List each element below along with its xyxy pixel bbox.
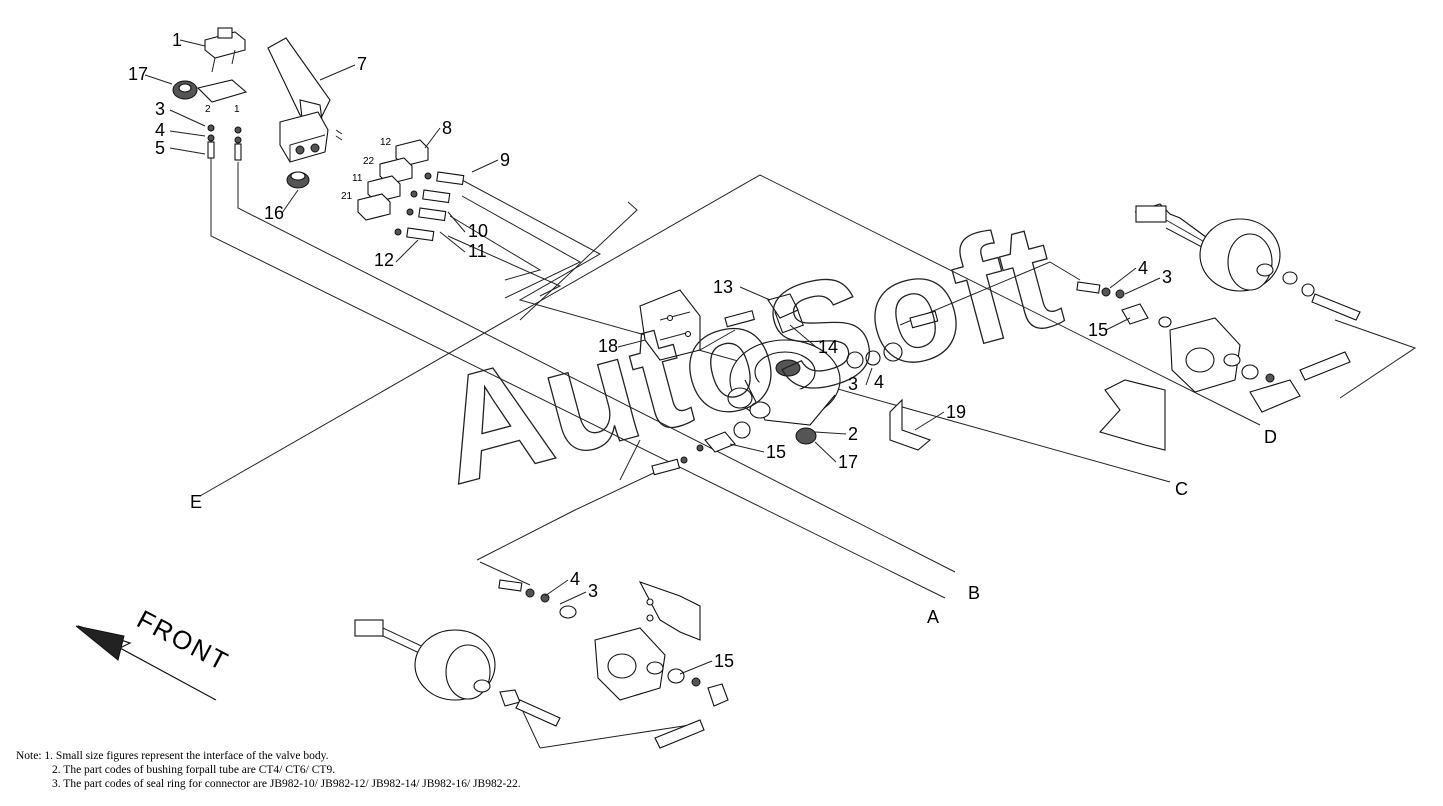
line-letters: E B A C D bbox=[190, 427, 1277, 627]
port-label-p2: 1 bbox=[234, 104, 240, 115]
pipe-lines bbox=[199, 150, 1417, 749]
callout-c20: 17 bbox=[838, 452, 858, 472]
callout-c9: 16 bbox=[264, 203, 284, 223]
callout-c6: 7 bbox=[357, 54, 367, 74]
callout-c27: 15 bbox=[714, 651, 734, 671]
notes-block: Note: 1. Small size figures represent th… bbox=[16, 749, 521, 791]
line-letter-lC: C bbox=[1175, 479, 1188, 499]
callout-c25: 4 bbox=[570, 569, 580, 589]
front-direction-arrow bbox=[75, 625, 217, 701]
callout-c7: 8 bbox=[442, 118, 452, 138]
callout-c17: 4 bbox=[874, 372, 884, 392]
callout-c8: 9 bbox=[500, 150, 510, 170]
callout-c22: 4 bbox=[1138, 258, 1148, 278]
port-label-p4: 22 bbox=[363, 156, 375, 167]
port-label-p1: 2 bbox=[205, 104, 211, 115]
callout-c21: 19 bbox=[946, 402, 966, 422]
callout-c1: 1 bbox=[172, 30, 182, 50]
relay-valve-2 bbox=[696, 293, 939, 453]
callout-c2: 17 bbox=[128, 64, 148, 84]
callout-c13: 13 bbox=[713, 277, 733, 297]
callout-c14: 18 bbox=[598, 336, 618, 356]
callout-c16: 3 bbox=[848, 374, 858, 394]
leader-lines bbox=[144, 39, 1161, 675]
callout-c10: 10 bbox=[468, 221, 488, 241]
line-letter-lE: E bbox=[190, 492, 202, 512]
bracket-19 bbox=[889, 398, 932, 451]
callout-c23: 3 bbox=[1162, 267, 1172, 287]
port-label-p5: 11 bbox=[352, 173, 363, 184]
callout-c5: 5 bbox=[155, 138, 165, 158]
callout-c15: 14 bbox=[818, 337, 838, 357]
callout-c12: 12 bbox=[374, 250, 394, 270]
callout-c3: 3 bbox=[155, 99, 165, 119]
line-letter-lA: A bbox=[927, 607, 939, 627]
line-letter-lD: D bbox=[1264, 427, 1277, 447]
callout-c26: 3 bbox=[588, 581, 598, 601]
front-label: FRONT bbox=[132, 604, 234, 677]
callout-c4: 4 bbox=[155, 120, 165, 140]
left-brake-chamber-group bbox=[354, 456, 729, 749]
callout-c18: 2 bbox=[848, 424, 858, 444]
callout-c19: 15 bbox=[766, 442, 786, 462]
port-label-p6: 21 bbox=[341, 191, 353, 202]
line-letter-lB: B bbox=[968, 583, 980, 603]
port-label-p3: 12 bbox=[380, 137, 392, 148]
callout-c24: 15 bbox=[1088, 320, 1108, 340]
bushings-9-12 bbox=[394, 171, 465, 242]
callout-c11: 11 bbox=[468, 241, 487, 261]
right-brake-chamber-group bbox=[1076, 203, 1361, 451]
connectors-8 bbox=[357, 139, 429, 221]
note-line-1: Note: 1. Small size figures represent th… bbox=[16, 750, 329, 762]
note-line-2: 2. The part codes of bushing forpall tub… bbox=[52, 764, 336, 776]
note-line-3: 3. The part codes of seal ring for conne… bbox=[52, 778, 521, 790]
hand-brake-valve-assembly bbox=[172, 27, 343, 189]
